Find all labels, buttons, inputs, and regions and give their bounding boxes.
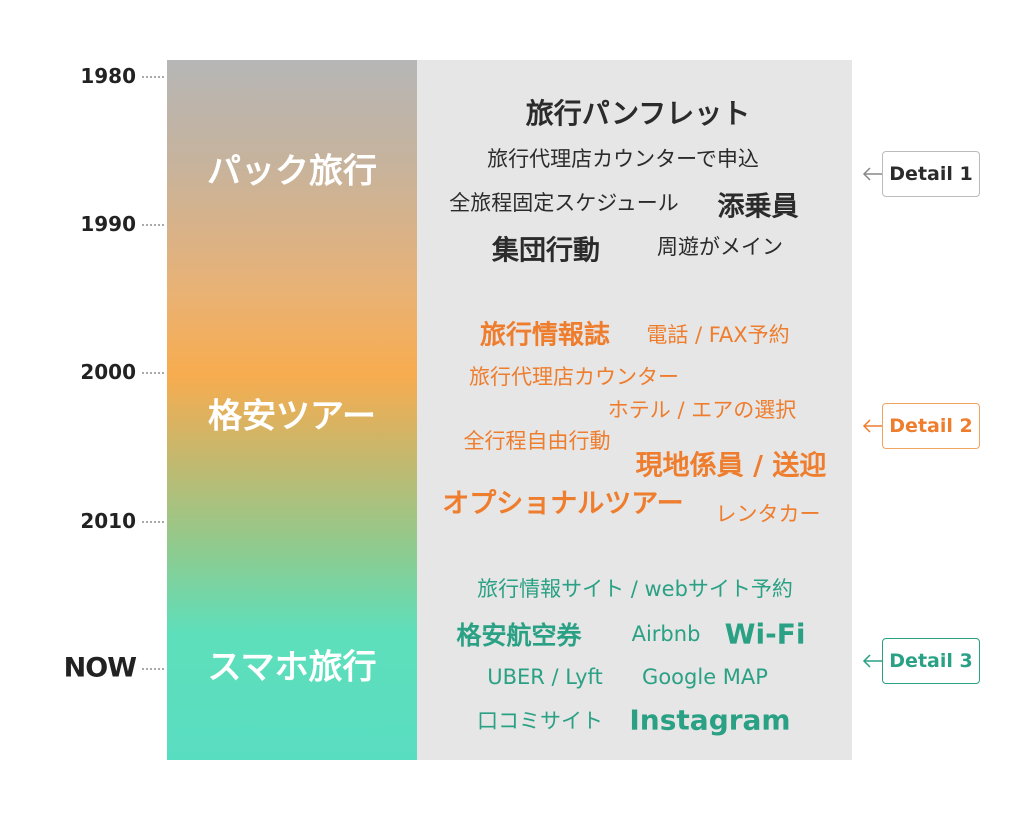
keyword-panel (417, 60, 852, 760)
keyword: 旅行代理店カウンターで申込 (487, 147, 759, 171)
keyword: オプショナルツアー (442, 488, 684, 520)
keyword: 電話 / FAX予約 (646, 323, 790, 347)
keyword: 集団行動 (492, 235, 600, 267)
era-label-smartphone-travel: スマホ旅行 (207, 647, 377, 688)
keyword: 旅行情報サイト / webサイト予約 (477, 577, 793, 601)
year-label-2000: 2000 (80, 360, 136, 384)
keyword: 旅行情報誌 (479, 320, 611, 351)
keyword: Airbnb (631, 622, 701, 646)
keyword: 周遊がメイン (657, 235, 783, 259)
tick-2010 (142, 521, 164, 523)
tick-1980 (142, 76, 164, 78)
keyword: 全行程自由行動 (463, 429, 611, 453)
keyword: 格安航空券 (456, 621, 582, 650)
arrow-left-icon (862, 419, 882, 433)
detail-3-button[interactable]: Detail 3 (882, 638, 980, 684)
keyword: 添乗員 (717, 191, 799, 223)
arrow-left-icon (862, 654, 882, 668)
keyword: Google MAP (642, 665, 768, 689)
arrow-left-icon (862, 167, 882, 181)
era-label-budget-tour: 格安ツアー (208, 396, 376, 437)
era-label-pack-tour: パック旅行 (207, 151, 377, 192)
year-label-1980: 1980 (80, 64, 136, 88)
tick-1990 (142, 224, 164, 226)
keyword: Instagram (629, 703, 791, 737)
year-label-now: NOW (63, 652, 137, 684)
keyword: 旅行代理店カウンター (469, 365, 679, 389)
tick-now (142, 668, 164, 670)
year-label-1990: 1990 (80, 212, 136, 236)
keyword: Wi-Fi (724, 617, 806, 651)
era-gradient-band (167, 60, 417, 760)
keyword: UBER / Lyft (487, 665, 603, 689)
detail-2-button[interactable]: Detail 2 (882, 403, 980, 449)
keyword: レンタカー (715, 502, 821, 526)
keyword: 口コミサイト (477, 709, 603, 733)
keyword: 全旅程固定スケジュール (449, 191, 679, 215)
tick-2000 (142, 372, 164, 374)
keyword: 旅行パンフレット (525, 97, 751, 130)
year-label-2010: 2010 (80, 509, 136, 533)
keyword: ホテル / エアの選択 (607, 398, 797, 422)
keyword: 現地係員 / 送迎 (635, 450, 827, 482)
detail-1-button[interactable]: Detail 1 (882, 151, 980, 197)
